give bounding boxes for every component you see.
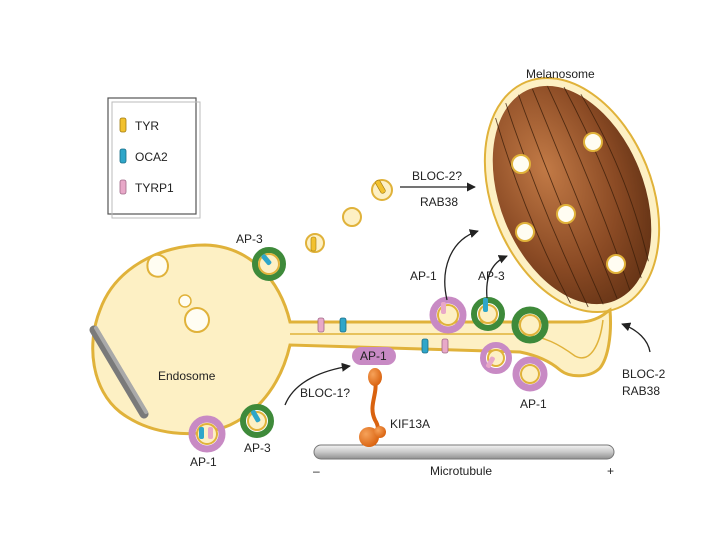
- tyrp1-cargo-icon: [208, 427, 213, 439]
- ap3-label-bottom: AP-3: [244, 441, 271, 455]
- oca2-cargo-icon: [199, 427, 204, 439]
- ap1-label-mid: AP-1: [410, 269, 437, 283]
- microtubule: – Microtubule +: [313, 445, 614, 478]
- rab38-label-right: RAB38: [622, 384, 660, 398]
- bloc2-right-arrow: [622, 324, 650, 352]
- rab38-label-top: RAB38: [420, 195, 458, 209]
- legend: TYR OCA2 TYRP1: [108, 98, 200, 218]
- ap1-arrow: [445, 231, 478, 300]
- microtubule-label: Microtubule: [430, 464, 492, 478]
- tyrp1-cargo-icon: [441, 302, 446, 314]
- microtubule-plus-end: +: [607, 464, 614, 478]
- microtubule-minus-end: –: [313, 464, 320, 478]
- legend-label-tyrp1: TYRP1: [135, 181, 174, 195]
- bloc2-label-top: BLOC-2?: [412, 169, 462, 183]
- melanosome: Melanosome: [452, 52, 692, 338]
- oca2-cargo-icon: [340, 318, 346, 332]
- bloc1-label: BLOC-1?: [300, 386, 350, 400]
- endosome-label: Endosome: [158, 369, 216, 383]
- oca2-cargo-icon: [483, 298, 488, 312]
- tyr-cargo-icon: [120, 118, 126, 132]
- legend-label-tyr: TYR: [135, 119, 159, 133]
- tyr-cargo-icon: [311, 237, 316, 251]
- free-vesicles: [306, 179, 392, 252]
- kif13a-label: KIF13A: [390, 417, 430, 431]
- oca2-cargo-icon: [120, 149, 126, 163]
- ap3-label-mid: AP-3: [478, 269, 505, 283]
- legend-label-oca2: OCA2: [135, 150, 168, 164]
- melanosome-label: Melanosome: [526, 67, 595, 81]
- ap3-label-top: AP-3: [236, 232, 263, 246]
- ap1-label-bottom: AP-1: [190, 455, 217, 469]
- tyrp1-cargo-icon: [120, 180, 126, 194]
- bloc2-label-right: BLOC-2: [622, 367, 666, 381]
- ap1-label-motor: AP-1: [360, 349, 387, 363]
- tyrp1-cargo-icon: [318, 318, 324, 332]
- oca2-cargo-icon: [422, 339, 428, 353]
- tyrp1-cargo-icon: [442, 339, 448, 353]
- ap1-label-right: AP-1: [520, 397, 547, 411]
